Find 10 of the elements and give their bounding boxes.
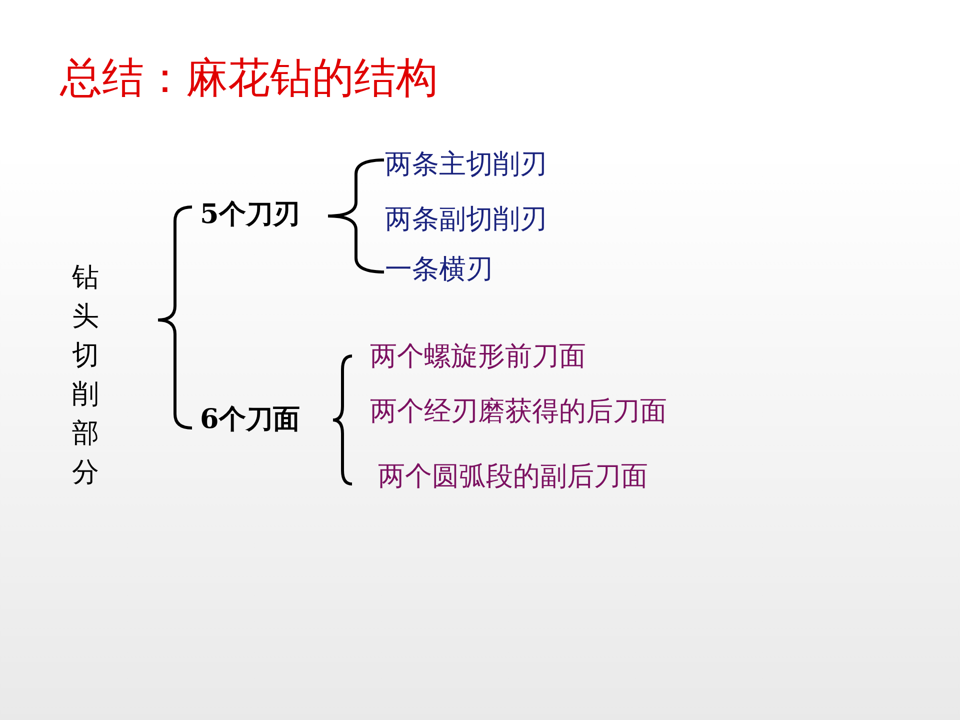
item-label: 两个螺旋形前刀面 <box>370 340 586 374</box>
item-label: 两个经刃磨获得的后刀面 <box>370 395 667 429</box>
item-label: 两个圆弧段的副后刀面 <box>378 460 648 494</box>
item-label: 一条横刃 <box>385 253 493 287</box>
item-label: 两条副切削刃 <box>385 203 547 237</box>
category-label: 钻头切削部分 <box>72 261 109 490</box>
slide-title: 总结：麻花钻的结构 <box>60 52 438 104</box>
group-label: 5个刀刃 <box>200 198 300 232</box>
item-label: 两条主切削刃 <box>385 148 547 182</box>
group-label: 6个刀面 <box>200 403 300 437</box>
